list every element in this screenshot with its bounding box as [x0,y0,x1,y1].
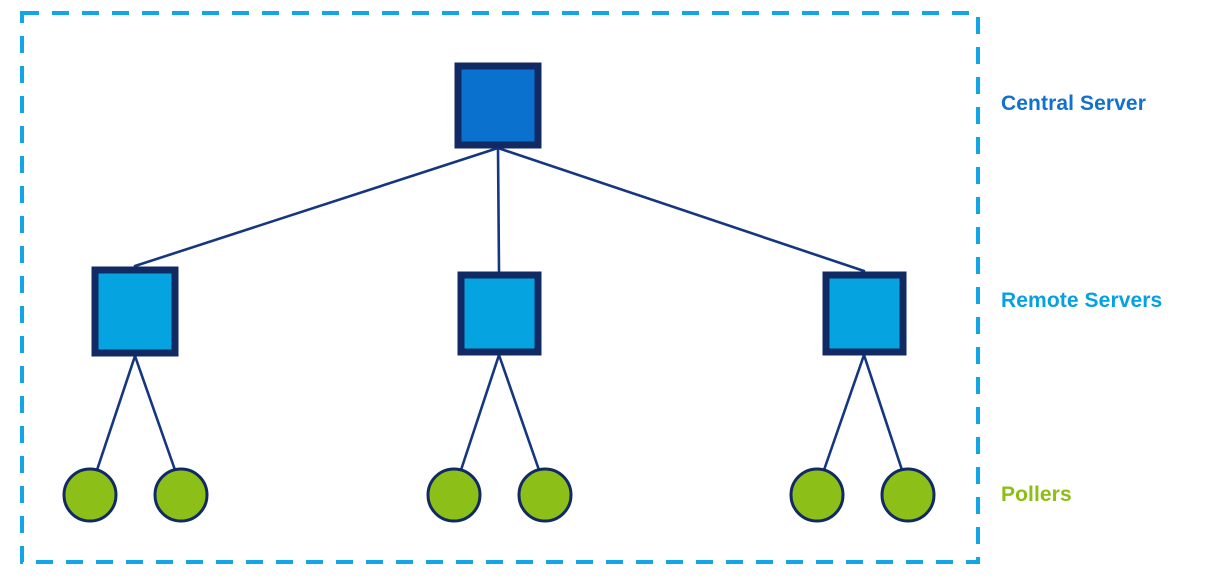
link-remote-2-to-poller-3 [459,353,501,472]
node-remote-server-3[interactable] [822,271,907,356]
node-poller-6[interactable] [880,467,936,523]
tier-label-remote-servers: Remote Servers [1001,289,1163,312]
node-poller-5[interactable] [789,467,845,523]
tier-label-central-server: Central Server [1001,92,1146,115]
link-group-remote-to-pollers [95,353,904,472]
link-central-to-remote-1 [133,146,500,268]
node-remote-server-1[interactable] [91,266,179,357]
node-central-server[interactable] [454,62,542,149]
node-poller-2[interactable] [153,467,209,523]
link-remote-2-to-poller-4 [497,353,541,472]
link-remote-3-to-poller-5 [822,353,866,472]
link-remote-3-to-poller-6 [862,353,904,472]
deployment-boundary-rect [20,11,980,564]
node-poller-3[interactable] [426,467,482,523]
link-group-central-to-remote [133,146,866,273]
node-poller-1[interactable] [62,467,118,523]
tier-label-pollers: Pollers [1001,483,1072,506]
link-central-to-remote-3 [496,146,866,273]
link-central-to-remote-2 [496,146,501,273]
node-poller-4[interactable] [517,467,573,523]
link-remote-1-to-poller-1 [95,354,137,472]
link-remote-1-to-poller-2 [133,354,177,472]
node-remote-server-2[interactable] [457,271,542,356]
